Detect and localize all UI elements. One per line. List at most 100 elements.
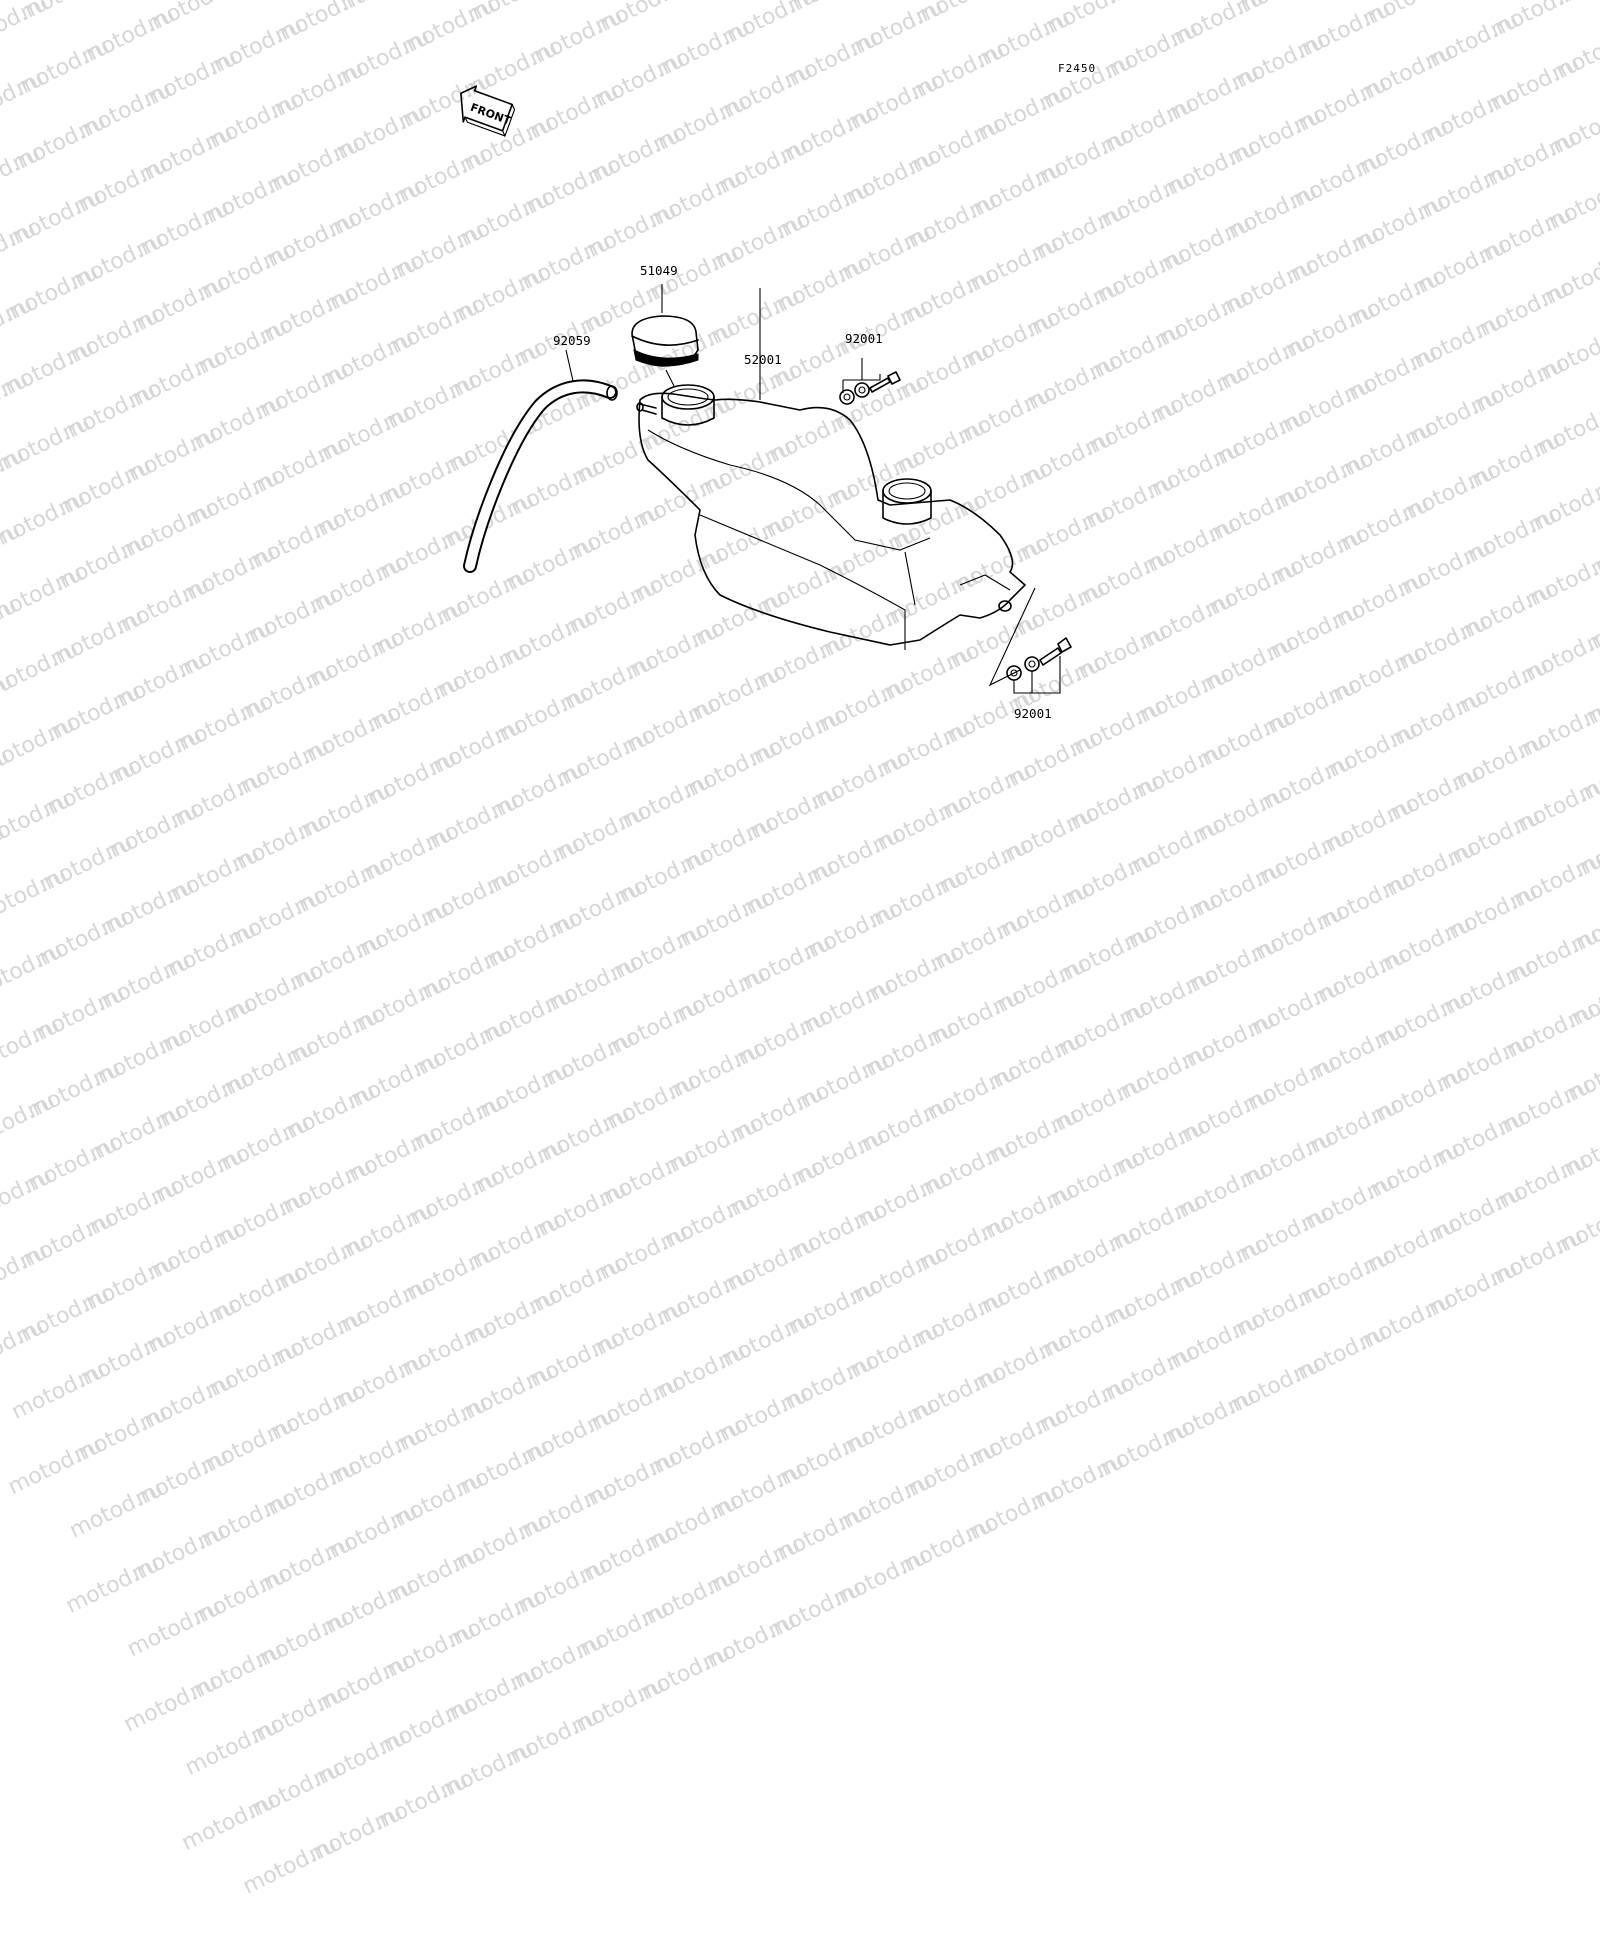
watermark-text: motod.ru (11, 1282, 114, 1350)
watermark-text: motod.ru (837, 1394, 940, 1461)
watermark-text: motod.ru (763, 1576, 866, 1644)
watermark-text: motod.ru (177, 1789, 280, 1857)
watermark-text: motod.ru (1165, 1234, 1268, 1301)
watermark-text: motod.ru (251, 1606, 353, 1674)
watermark-text: motod.ru (1420, 1256, 1522, 1324)
watermark-text: motod.ru (845, 1243, 947, 1311)
watermark-text: motod.ru (779, 1275, 882, 1343)
part-hose[interactable]: 92059 (463, 333, 618, 573)
watermark-text: motod.ru (385, 1467, 488, 1535)
watermark-text: motod.ru (644, 1414, 747, 1482)
watermark-text: motod.ru (15, 1207, 118, 1275)
watermark-text: motod.ru (1157, 1384, 1260, 1452)
watermark-text: motod.ru (829, 1544, 932, 1612)
watermark-text: motod.ru (65, 1476, 168, 1544)
watermark-text: motod.ru (270, 1230, 372, 1298)
watermark-text: motod.ru (1096, 1341, 1199, 1409)
watermark-text: motod.ru (517, 1403, 619, 1471)
watermark-text: motod.ru (505, 1629, 608, 1697)
watermark-text: motod.ru (451, 1435, 554, 1503)
watermark-text: motod.ru (382, 1542, 485, 1610)
watermark-text: motod.ru (1231, 1202, 1333, 1269)
watermark-text: motod.ru (327, 1348, 430, 1416)
watermark-text: motod.ru (0, 1239, 52, 1307)
front-label: FRONT (469, 101, 513, 128)
watermark-text: motod.ru (135, 1369, 238, 1437)
watermark-text: motod.ru (718, 1232, 820, 1299)
watermark-text: motod.ru (201, 1337, 303, 1405)
watermark-text: motod.ru (1030, 1373, 1133, 1441)
watermark-text: motod.ru (771, 1426, 874, 1493)
watermark-text: motod.ru (246, 1682, 349, 1749)
watermark-text: motod.ru (1034, 1298, 1136, 1365)
watermark-text: motod.ru (968, 1330, 1071, 1397)
watermark-text: motod.ru (833, 1469, 936, 1537)
watermark-text: motod.ru (702, 1533, 805, 1601)
watermark-text: motod.ru (841, 1318, 944, 1386)
watermark-text: motod.ru (1026, 1448, 1129, 1516)
watermark-text: motod.ru (77, 1250, 180, 1318)
watermark-text: motod.ru (309, 1725, 411, 1793)
watermark-text: motod.ru (652, 1264, 755, 1331)
watermark-text: motod.ru (393, 1316, 496, 1384)
watermark-text: motod.ru (640, 1490, 743, 1557)
watermark-text: motod.ru (320, 1499, 422, 1567)
watermark-text: motod.ru (567, 1672, 669, 1740)
watermark-text: motod.ru (138, 1294, 241, 1362)
watermark-text: motod.ru (312, 1650, 415, 1717)
watermark-text: motod.ru (254, 1531, 357, 1599)
watermark-text: motod.ru (143, 1218, 245, 1286)
part-number-92001-upper: 92001 (845, 331, 883, 346)
watermark-text: motod.ru (582, 1371, 685, 1439)
watermark-text: motod.ru (586, 1296, 689, 1363)
part-tank[interactable]: 52001 (636, 288, 1026, 650)
watermark-text: motod.ru (902, 1362, 1005, 1429)
watermark-text: motod.ru (574, 1522, 677, 1589)
watermark-text: motod.ru (895, 1512, 997, 1580)
watermark-text: motod.ru (713, 1307, 816, 1375)
watermark-text: motod.ru (243, 1757, 346, 1825)
watermark-text: motod.ru (181, 1714, 283, 1781)
watermark-text: motod.ru (447, 1510, 550, 1578)
watermark-text: motod.ru (370, 1768, 472, 1836)
watermark-text: motod.ru (1038, 1222, 1141, 1290)
part-number-51049: 51049 (640, 263, 678, 278)
watermark-text: motod.ru (1161, 1309, 1264, 1377)
watermark-text: motod.ru (521, 1328, 624, 1395)
watermark-text: motod.ru (965, 1405, 1067, 1473)
watermark-text: motod.ru (378, 1618, 480, 1685)
watermark-text: motod.ru (1099, 1266, 1202, 1333)
watermark-text: motod.ru (910, 1211, 1013, 1279)
watermark-text: motod.ru (62, 1552, 164, 1619)
watermark-text: motod.ru (7, 1358, 110, 1426)
watermark-text: motod.ru (579, 1446, 681, 1514)
watermark-text: motod.ru (459, 1284, 561, 1352)
watermark-text: motod.ru (698, 1608, 801, 1676)
watermark-text: motod.ru (455, 1360, 558, 1427)
watermark-text: motod.ru (324, 1424, 427, 1491)
watermark-text: motod.ru (397, 1241, 500, 1309)
watermark-text: motod.ru (899, 1437, 1002, 1505)
watermark-text: motod.ru (783, 1200, 886, 1267)
watermark-text: motod.ru (119, 1670, 222, 1738)
part-number-92001-lower: 92001 (1014, 706, 1052, 721)
watermark-text: motod.ru (972, 1254, 1075, 1322)
watermark-text: motod.ru (266, 1305, 369, 1373)
watermark-text: motod.ru (196, 1412, 299, 1480)
watermark-text: motod.ru (463, 1209, 566, 1277)
diagram-code: F2450 (1058, 62, 1096, 75)
watermark-text: motod.ru (509, 1554, 611, 1621)
watermark-text: motod.ru (332, 1273, 434, 1341)
watermark-text: motod.ru (69, 1401, 172, 1469)
watermark-text: motod.ru (590, 1220, 693, 1288)
watermark-text: motod.ru (193, 1488, 295, 1555)
watermark-text: motod.ru (768, 1501, 870, 1569)
part-bolt-lower[interactable]: 92001 (988, 587, 1072, 721)
watermark-text: motod.ru (1223, 1352, 1325, 1420)
part-cap[interactable]: 51049 (631, 263, 699, 387)
watermark-text: motod.ru (127, 1520, 230, 1587)
watermark-text: motod.ru (204, 1262, 307, 1330)
watermark-text: motod.ru (1288, 1320, 1391, 1388)
part-bolt-upper[interactable]: 92001 (839, 331, 901, 405)
watermark-text: motod.ru (185, 1638, 288, 1706)
